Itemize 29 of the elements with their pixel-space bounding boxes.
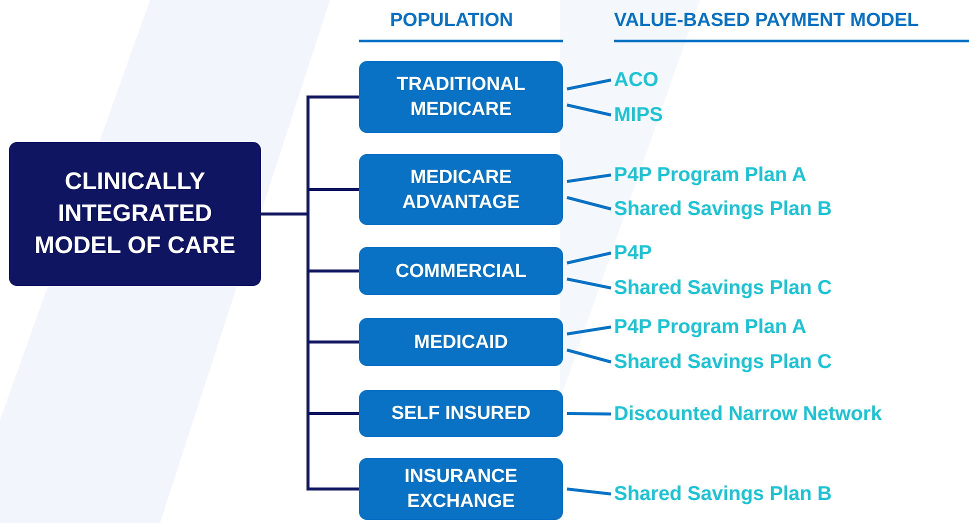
connector-line <box>566 488 612 496</box>
payment-model-label: MIPS <box>614 102 663 128</box>
payment-model-label: Discounted Narrow Network <box>614 401 882 427</box>
column-heading: VALUE-BASED PAYMENT MODEL <box>614 10 919 32</box>
column-heading: POPULATION <box>390 10 514 32</box>
payment-model-label: Shared Savings Plan B <box>614 196 832 222</box>
payment-model-label: Shared Savings Plan B <box>614 481 832 507</box>
connector-line <box>566 78 612 90</box>
connector-line <box>566 348 612 364</box>
root-box: CLINICALLY INTEGRATED MODEL OF CARE <box>9 142 261 286</box>
category-box: MEDICARE ADVANTAGE <box>359 154 563 225</box>
category-box: SELF INSURED <box>359 390 563 437</box>
category-box: MEDICAID <box>359 318 563 366</box>
payment-model-label: P4P <box>614 240 652 266</box>
payment-model-label: Shared Savings Plan C <box>614 275 832 301</box>
connector-line <box>566 326 612 336</box>
payment-model-label: ACO <box>614 67 658 93</box>
connector-line <box>566 412 612 416</box>
connector-line <box>566 174 612 183</box>
category-box: TRADITIONAL MEDICARE <box>359 61 563 133</box>
connector-line <box>566 196 612 210</box>
payment-model-label: P4P Program Plan A <box>614 162 806 188</box>
connector-line <box>566 278 612 290</box>
category-box: COMMERCIAL <box>359 247 563 295</box>
category-box: INSURANCE EXCHANGE <box>359 458 563 520</box>
payment-model-label: P4P Program Plan A <box>614 314 806 340</box>
payment-model-label: Shared Savings Plan C <box>614 349 832 375</box>
connector-line <box>566 252 612 264</box>
connector-line <box>566 104 612 116</box>
